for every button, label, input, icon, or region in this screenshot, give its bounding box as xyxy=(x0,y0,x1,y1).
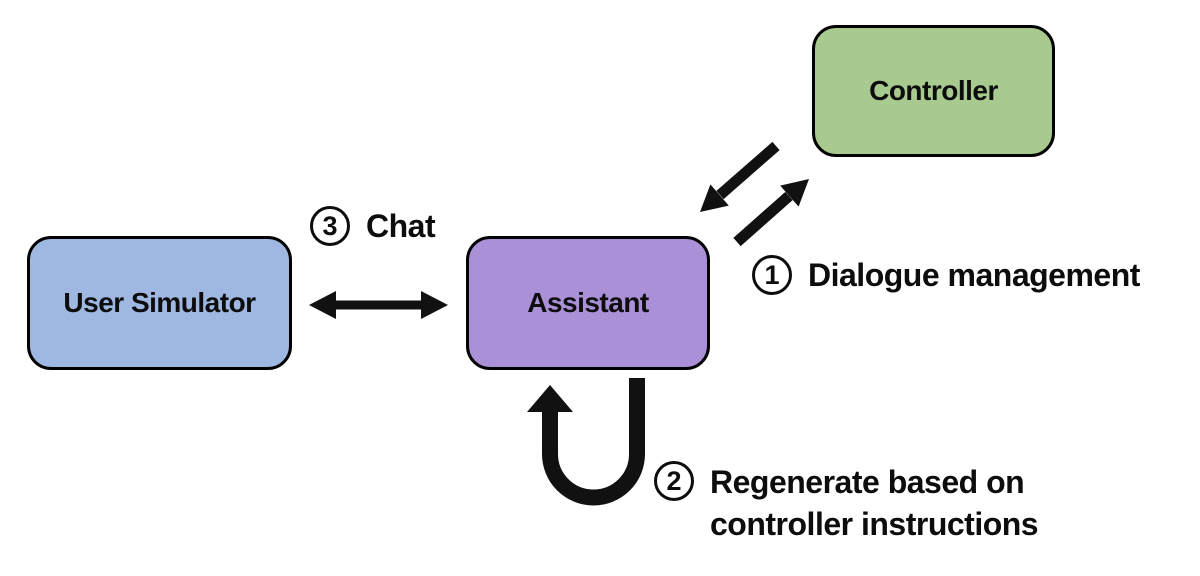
circled-number-1-icon: 1 xyxy=(752,255,792,295)
arrow-user-simulator-assistant xyxy=(309,291,448,319)
arrowhead-up-icon xyxy=(527,385,573,412)
node-assistant: Assistant xyxy=(466,236,710,370)
arrow-assistant-self-loop xyxy=(527,378,645,506)
annotation-regenerate-line1: Regenerate based on xyxy=(710,464,1025,500)
annotation-chat-label: Chat xyxy=(366,207,436,244)
node-controller: Controller xyxy=(812,25,1055,157)
arrow-assistant-to-controller xyxy=(733,179,809,247)
arrowhead-downleft-icon xyxy=(700,184,729,212)
node-user-simulator: User Simulator xyxy=(27,236,292,370)
arrowhead-upright-icon xyxy=(780,179,809,207)
circled-number-3-icon: 3 xyxy=(310,206,350,246)
annotation-regenerate-label: Regenerate based on controller instructi… xyxy=(710,461,1039,545)
annotation-regenerate-line2: controller instructions xyxy=(710,506,1039,542)
annotation-dialogue-management-label: Dialogue management xyxy=(808,256,1140,293)
node-user-simulator-label: User Simulator xyxy=(63,287,256,318)
arrowhead-right-icon xyxy=(421,291,448,319)
arrow-controller-to-assistant xyxy=(700,141,780,212)
node-assistant-label: Assistant xyxy=(527,287,649,318)
arrowhead-left-icon xyxy=(309,291,336,319)
annotation-dialogue-management: 1 Dialogue management xyxy=(752,255,1140,295)
annotation-regenerate: 2 Regenerate based on controller instruc… xyxy=(654,461,1039,545)
node-controller-label: Controller xyxy=(869,75,998,106)
circled-number-2-icon: 2 xyxy=(654,461,694,501)
annotation-chat: 3 Chat xyxy=(310,206,436,246)
